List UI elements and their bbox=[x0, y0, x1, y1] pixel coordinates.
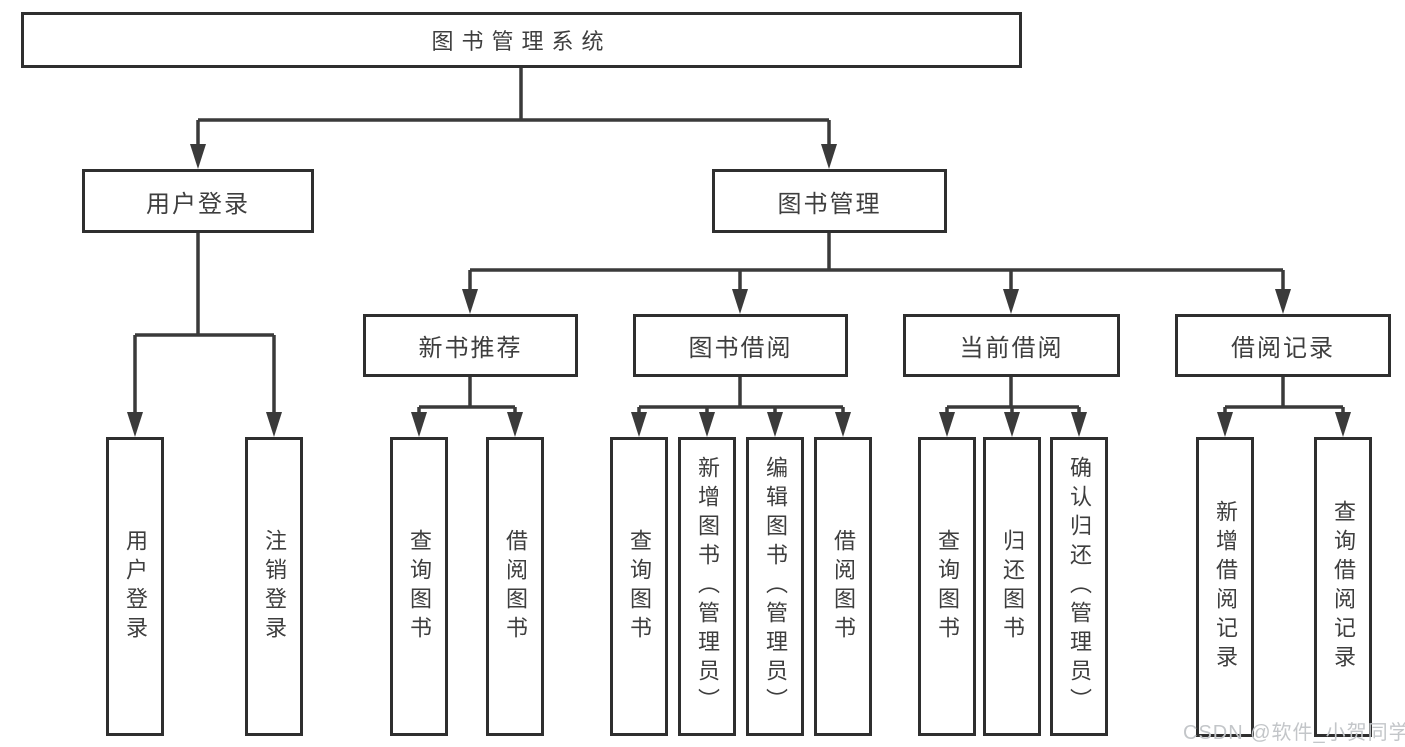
csdn-watermark: CSDN @软件_小贺同学 bbox=[1183, 722, 1405, 744]
node-book-borrowing: 图书借阅 bbox=[633, 314, 848, 377]
node-label: 新书推荐 bbox=[418, 335, 523, 362]
node-label: 查询图书 bbox=[627, 528, 652, 645]
node-library-management-system: 图书管理系统 bbox=[21, 12, 1022, 68]
leaf-user-login: 用户登录 bbox=[106, 437, 164, 736]
node-label: 归还图书 bbox=[1000, 528, 1025, 645]
node-label: 查询图书 bbox=[407, 528, 432, 645]
leaf-current-confirm-return-admin: 确认归还（管理员） bbox=[1050, 437, 1108, 736]
leaf-borrowing-borrow-books: 借阅图书 bbox=[814, 437, 872, 736]
leaf-records-query-record: 查询借阅记录 bbox=[1314, 437, 1372, 737]
node-label: 查询图书 bbox=[935, 528, 960, 645]
connector-paths bbox=[133, 68, 1345, 420]
leaf-newbooks-query-books: 查询图书 bbox=[390, 437, 448, 736]
node-label: 借阅图书 bbox=[831, 528, 856, 645]
node-label: 注销登录 bbox=[262, 528, 287, 645]
leaf-current-query-books: 查询图书 bbox=[918, 437, 976, 736]
node-label: 借阅图书 bbox=[503, 528, 528, 645]
node-label: 图书借阅 bbox=[688, 335, 793, 362]
node-new-book-recommend: 新书推荐 bbox=[363, 314, 578, 377]
arrowheads bbox=[127, 144, 1351, 437]
node-label: 用户登录 bbox=[146, 190, 250, 218]
node-borrow-records: 借阅记录 bbox=[1175, 314, 1391, 377]
node-label: 用户登录 bbox=[123, 528, 148, 645]
node-label: 图书管理系统 bbox=[431, 29, 612, 54]
node-label: 确认归还（管理员） bbox=[1067, 456, 1092, 717]
leaf-borrowing-edit-books-admin: 编辑图书（管理员） bbox=[746, 437, 804, 736]
node-label: 当前借阅 bbox=[959, 335, 1064, 362]
node-label: 图书管理 bbox=[777, 190, 882, 218]
leaf-logout: 注销登录 bbox=[245, 437, 303, 736]
node-label: 借阅记录 bbox=[1231, 335, 1335, 362]
leaf-records-add-record: 新增借阅记录 bbox=[1196, 437, 1254, 737]
node-label: 编辑图书（管理员） bbox=[763, 456, 788, 717]
node-user-login-branch: 用户登录 bbox=[82, 169, 314, 233]
node-label: 新增图书（管理员） bbox=[695, 456, 720, 717]
leaf-borrowing-add-books-admin: 新增图书（管理员） bbox=[678, 437, 736, 736]
leaf-borrowing-query-books: 查询图书 bbox=[610, 437, 668, 736]
leaf-newbooks-borrow-books: 借阅图书 bbox=[486, 437, 544, 736]
leaf-current-return-books: 归还图书 bbox=[983, 437, 1041, 736]
node-label: 查询借阅记录 bbox=[1331, 500, 1356, 674]
node-current-borrowing: 当前借阅 bbox=[903, 314, 1120, 377]
node-label: 新增借阅记录 bbox=[1213, 500, 1238, 674]
node-book-management-branch: 图书管理 bbox=[712, 169, 947, 233]
